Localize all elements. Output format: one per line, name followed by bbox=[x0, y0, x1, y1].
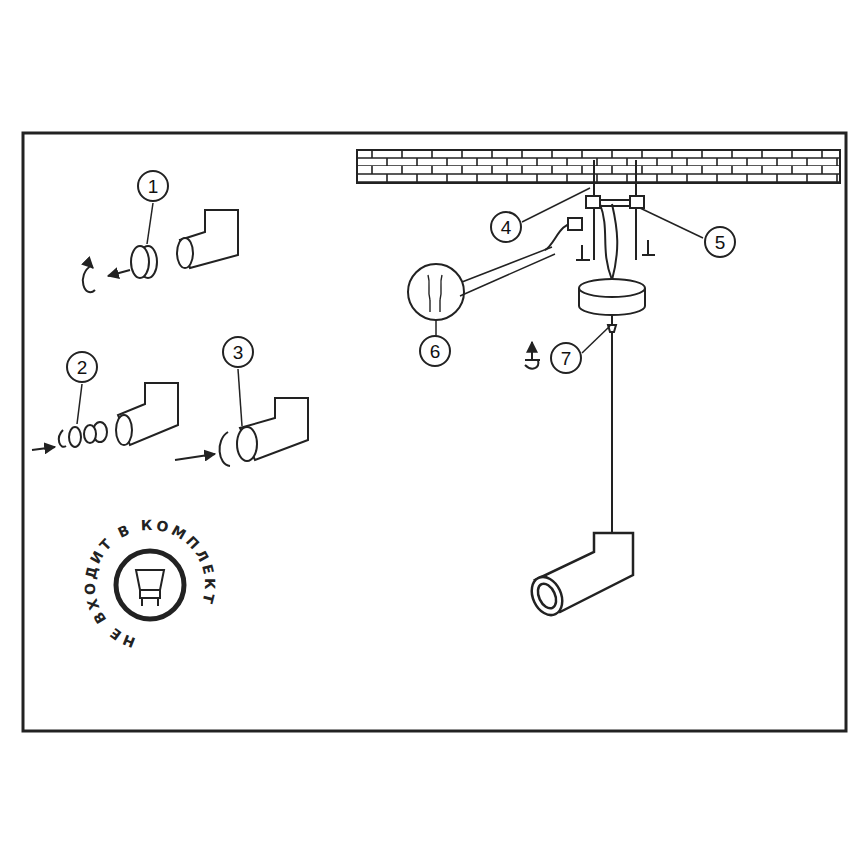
callout-number: 1 bbox=[137, 170, 169, 202]
callout-number: 7 bbox=[550, 342, 582, 374]
callout-number-text: 2 bbox=[77, 358, 88, 377]
callout-number-text: 5 bbox=[715, 233, 726, 252]
callout-number: 2 bbox=[66, 351, 98, 383]
callout-number: 6 bbox=[419, 335, 451, 367]
leader-lines bbox=[77, 188, 703, 426]
callout-number: 3 bbox=[222, 336, 254, 368]
assembly-steps bbox=[32, 210, 308, 466]
callout-number: 4 bbox=[490, 211, 522, 243]
connector-detail bbox=[408, 247, 555, 320]
callout-number-text: 3 bbox=[233, 343, 244, 362]
lamp bbox=[526, 533, 633, 620]
callout-number-text: 1 bbox=[148, 177, 159, 196]
mounting bbox=[525, 160, 655, 533]
callout-number-text: 7 bbox=[561, 349, 572, 368]
callout-number-text: 4 bbox=[501, 218, 512, 237]
ceiling bbox=[357, 150, 840, 183]
svg-text:НЕ ВХОДИТ В КОМПЛЕКТ: НЕ ВХОДИТ В КОМПЛЕКТ bbox=[82, 517, 218, 651]
circular-note: НЕ ВХОДИТ В КОМПЛЕКТ bbox=[82, 517, 218, 651]
frame bbox=[23, 133, 846, 731]
callout-number-text: 6 bbox=[430, 342, 441, 361]
callout-number: 5 bbox=[704, 226, 736, 258]
